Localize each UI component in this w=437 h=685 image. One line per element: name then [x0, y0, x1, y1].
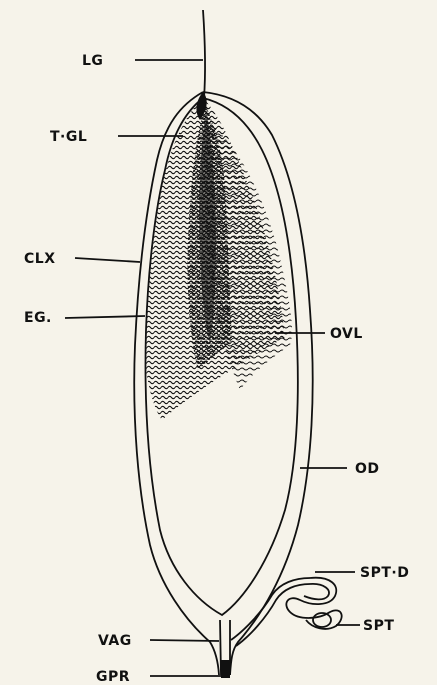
label-eg: EG. [24, 310, 52, 326]
label-vag: VAG [98, 633, 132, 649]
leader-clx [75, 258, 140, 262]
terminal-filament [203, 10, 205, 98]
label-gpr: GPR [96, 669, 130, 685]
label-ovl: OVL [330, 326, 363, 342]
leader-eg [65, 316, 145, 318]
label-od: OD [355, 461, 380, 477]
label-tgl: T·GL [50, 129, 87, 145]
leader-vag [150, 640, 219, 641]
label-clx: CLX [24, 251, 56, 267]
gonopore [221, 660, 230, 678]
label-sptd: SPT·D [360, 565, 409, 581]
egg-mass [146, 98, 292, 420]
label-lg: LG [82, 53, 103, 69]
label-spt: SPT [363, 618, 394, 634]
